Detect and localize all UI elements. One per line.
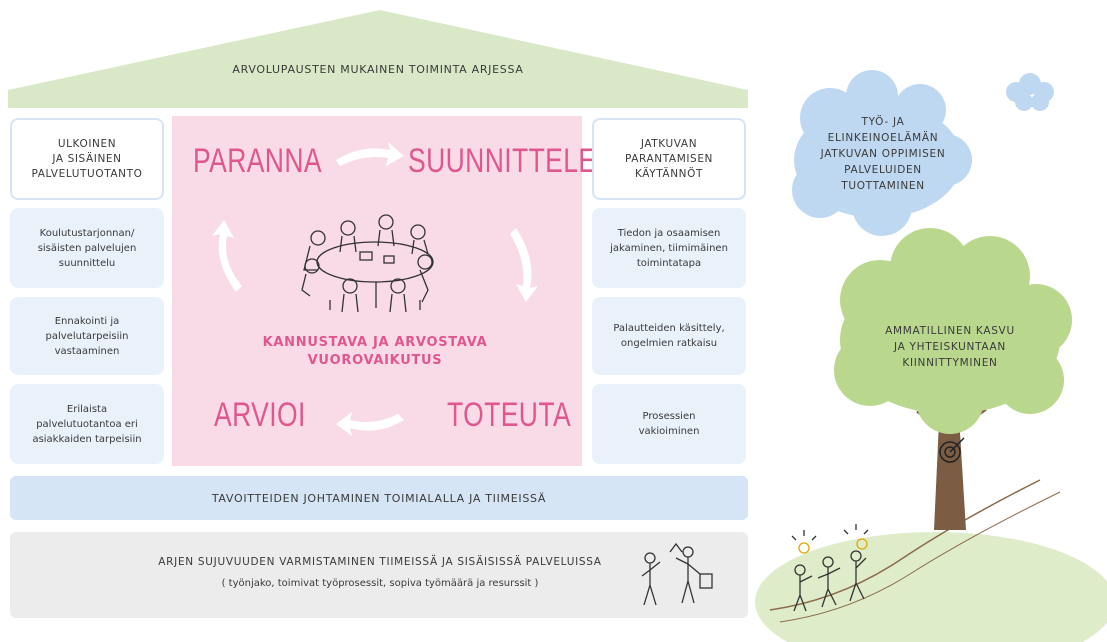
left-item-1: Koulutustarjonnan/ sisäisten palvelujen … (10, 208, 164, 288)
right-item-2: Palautteiden käsittely, ongelmien ratkai… (592, 297, 746, 375)
small-cloud-shape (1006, 73, 1054, 111)
everyday-foundation-subtitle: ( työnjako, toimivat työprosessit, sopiv… (221, 577, 539, 589)
left-item-3: Erilaista palvelutuotantoa eri asiakkaid… (10, 384, 164, 464)
goal-management-band: TAVOITTEIDEN JOHTAMINEN TOIMIALALLA JA T… (10, 476, 748, 520)
left-column-title: ULKOINEN JA SISÄINEN PALVELUTUOTANTO (10, 118, 164, 200)
cycle-center-label: KANNUSTAVA JA ARVOSTAVA VUOROVAIKUTUS (262, 335, 488, 368)
right-column-title: JATKUVAN PARANTAMISEN KÄYTÄNNÖT (592, 118, 746, 200)
left-item-2: Ennakointi ja palvelutarpeisiin vastaami… (10, 297, 164, 375)
target-icon (939, 437, 965, 463)
cycle-word-suunnittele: SUUNNITTELE (408, 142, 597, 180)
hill-shape (755, 532, 1107, 642)
cycle-panel (172, 116, 582, 466)
right-item-3: Prosessien vakioiminen (592, 384, 746, 464)
cloud-label: TYÖ- JA ELINKEINOELÄMÄN JATKUVAN OPPIMIS… (820, 116, 946, 192)
everyday-foundation-title: ARJEN SUJUVUUDEN VARMISTAMINEN TIIMEISSÄ… (158, 556, 602, 568)
everyday-foundation-band (10, 532, 748, 618)
roof-label: ARVOLUPAUSTEN MUKAINEN TOIMINTA ARJESSA (232, 62, 524, 76)
cycle-word-arvioi: ARVIOI (214, 396, 306, 434)
right-item-1: Tiedon ja osaamisen jakaminen, tiimimäin… (592, 208, 746, 288)
cycle-word-paranna: PARANNA (193, 142, 322, 180)
cycle-word-toteuta: TOTEUTA (447, 396, 572, 434)
tree-label: AMMATILLINEN KASVU JA YHTEISKUNTAAN KIIN… (885, 325, 1015, 369)
